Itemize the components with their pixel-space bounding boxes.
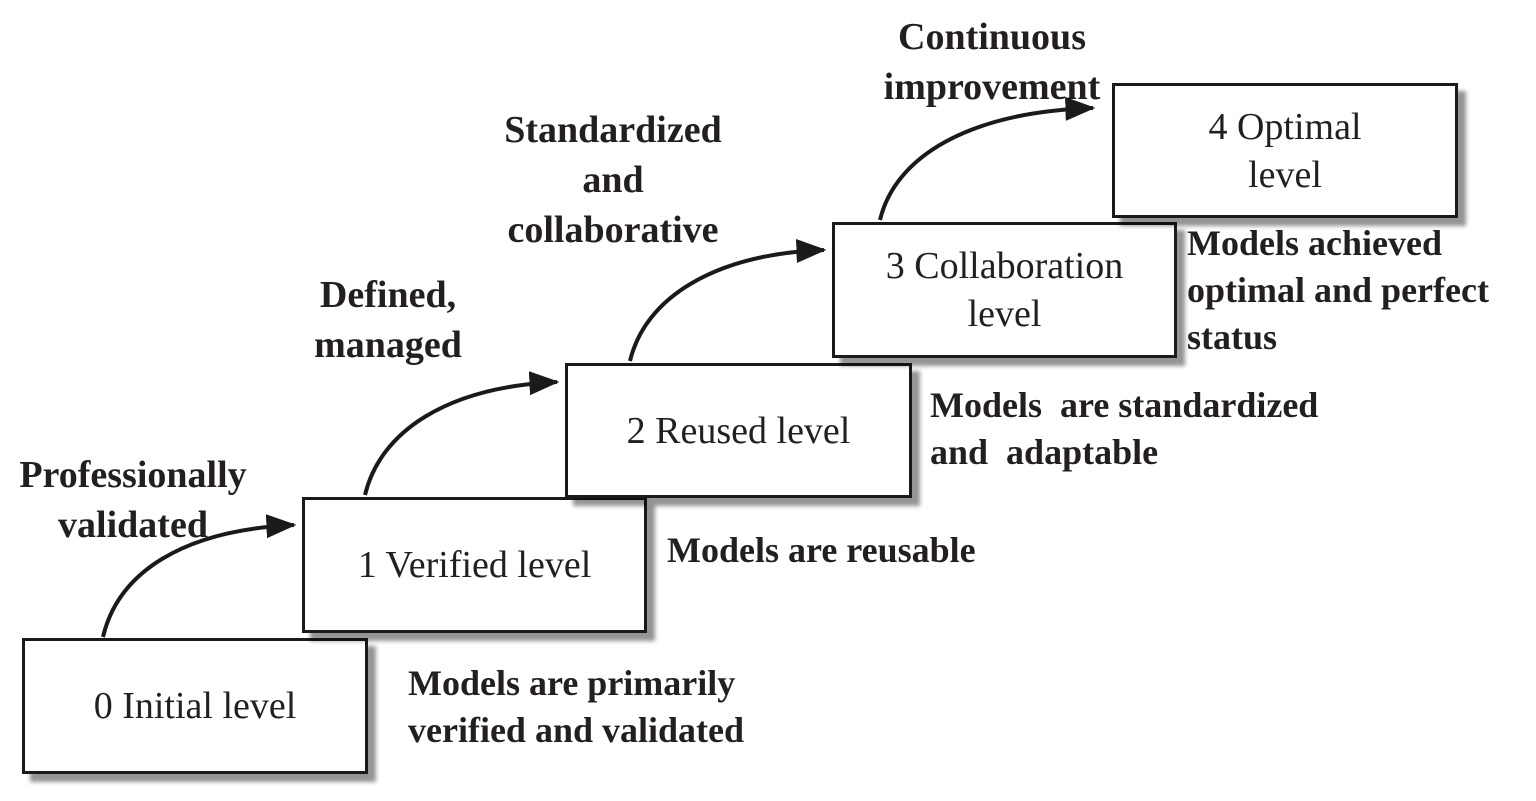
transition-arrow-1-to-2 xyxy=(363,371,560,496)
level-box-0-initial: 0 Initial level xyxy=(22,638,368,774)
transition-label-defined-managed: Defined, managed xyxy=(314,274,462,366)
transition-arrow-3-to-4 xyxy=(878,96,1096,221)
level-box-1-label: 1 Verified level xyxy=(357,544,592,586)
transition-label-professionally-validated: Professionally validated xyxy=(19,454,247,546)
level-box-0-label: 0 Initial level xyxy=(93,685,297,727)
annotation-level-0: Models are primarily verified and valida… xyxy=(408,663,745,750)
transition-arrow-2-to-3 xyxy=(628,239,827,362)
level-box-3-collaboration: 3 Collaboration level xyxy=(832,222,1177,358)
level-box-2-reused: 2 Reused level xyxy=(565,363,912,498)
level-box-3-label: 3 Collaboration level xyxy=(885,245,1124,335)
transition-label-continuous-improvement: Continuous improvement xyxy=(883,16,1101,108)
level-box-1-verified: 1 Verified level xyxy=(302,497,647,633)
transition-label-standardized-collaborative: Standardized and collaborative xyxy=(504,109,722,251)
annotation-level-2: Models are standardized and adaptable xyxy=(930,385,1319,472)
level-box-2-label: 2 Reused level xyxy=(626,409,851,452)
annotation-level-1: Models are reusable xyxy=(667,530,976,570)
level-box-4-label: 4 Optimal level xyxy=(1208,105,1362,196)
annotation-level-4: Models achieved optimal and perfect stat… xyxy=(1187,223,1489,357)
level-box-4-optimal: 4 Optimal level xyxy=(1112,83,1458,218)
